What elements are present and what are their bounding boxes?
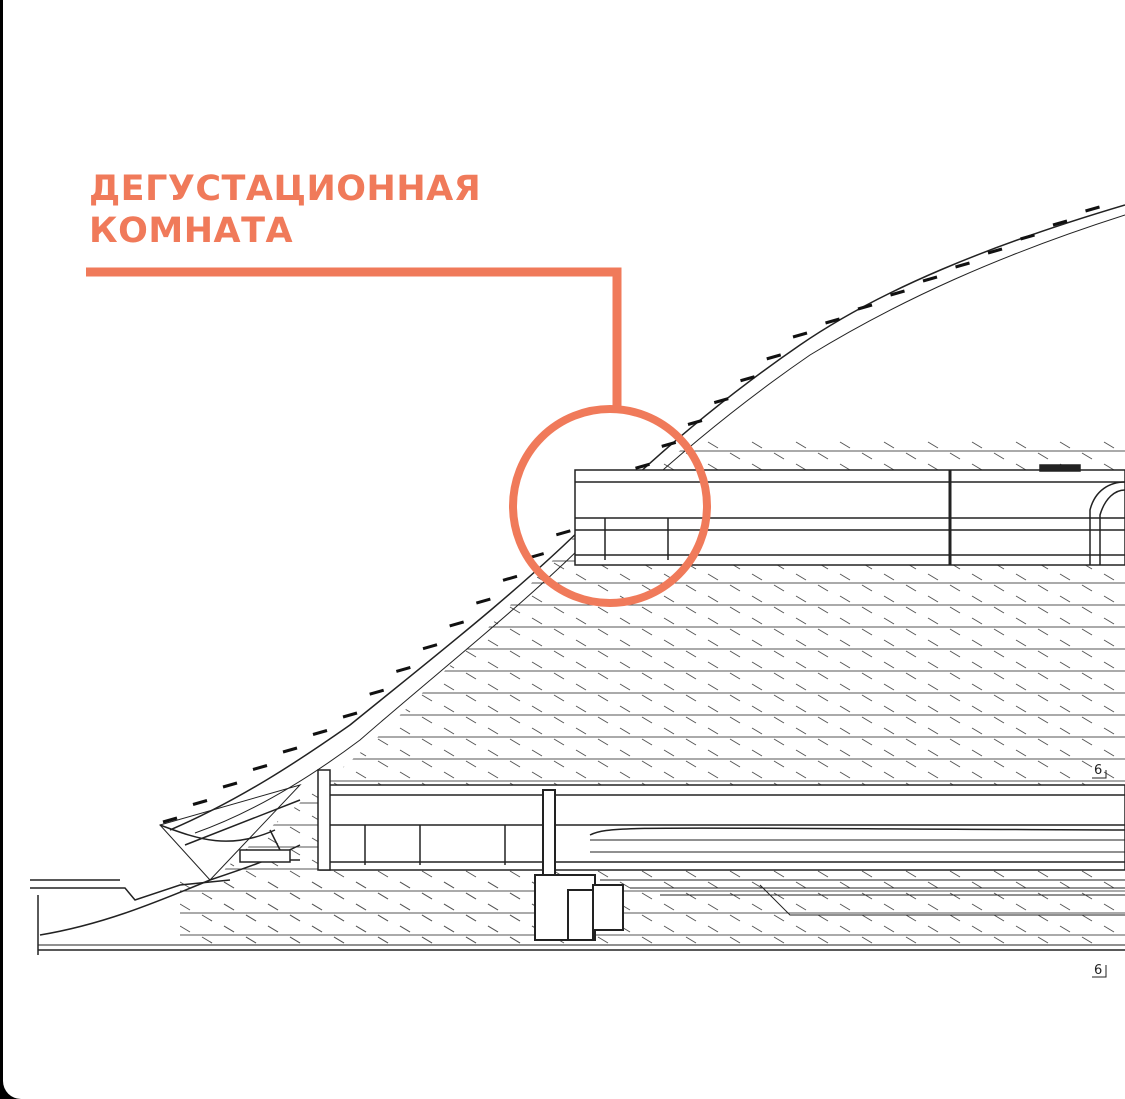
slope-tick bbox=[766, 353, 782, 361]
basement-pit bbox=[534, 874, 1125, 941]
slope-tick bbox=[422, 643, 438, 651]
section-marker-upper: 6 bbox=[1094, 763, 1102, 778]
slope-tick bbox=[222, 781, 238, 789]
slope-tick bbox=[890, 289, 905, 297]
callout-label: ДЕГУСТАЦИОННАЯ КОМНАТА bbox=[89, 168, 481, 252]
callout-leader-line bbox=[86, 267, 622, 410]
slope-tick bbox=[955, 261, 970, 269]
section-marker-lower: 6 bbox=[1094, 963, 1102, 978]
slope-tick bbox=[792, 331, 808, 339]
slope-tick bbox=[922, 275, 938, 283]
slope-tick bbox=[312, 729, 328, 736]
slope-tick bbox=[342, 711, 358, 719]
slope-tick bbox=[395, 666, 411, 673]
callout-circle bbox=[509, 405, 711, 607]
slope-tick bbox=[987, 247, 1003, 255]
drawing-sheet: 6 6 ДЕГУСТАЦИОННАЯ КОМНАТА bbox=[3, 0, 1125, 1099]
slope-tick bbox=[369, 688, 385, 696]
slope-tick bbox=[825, 317, 840, 325]
slope-tick bbox=[635, 462, 650, 470]
slope-tick bbox=[252, 764, 268, 771]
slope-tick bbox=[1052, 219, 1068, 227]
slope-tick bbox=[713, 397, 729, 405]
architectural-section-drawing: 6 6 bbox=[30, 204, 1125, 978]
slope-tick bbox=[502, 574, 518, 582]
slope-tick bbox=[1085, 205, 1100, 213]
slope-tick bbox=[282, 746, 298, 754]
tasting-room-structure bbox=[574, 464, 1125, 566]
section-markers: 6 6 bbox=[1092, 763, 1107, 978]
lower-level-structure bbox=[317, 769, 1125, 876]
slope-tick bbox=[192, 799, 208, 806]
slope-tick bbox=[162, 816, 178, 824]
callout-label-line-2: КОМНАТА bbox=[89, 211, 294, 251]
slope-tick bbox=[857, 303, 873, 311]
slope-tick bbox=[740, 375, 755, 383]
slope-tick bbox=[449, 620, 465, 628]
slope-tick bbox=[661, 440, 677, 448]
slope-tick bbox=[555, 529, 571, 537]
callout-leader bbox=[86, 267, 711, 607]
slope-tick bbox=[475, 597, 491, 605]
ground-line bbox=[30, 784, 1125, 955]
callout-label-line-1: ДЕГУСТАЦИОННАЯ bbox=[89, 169, 482, 209]
slope-tick bbox=[1020, 233, 1035, 241]
slope-tick bbox=[687, 419, 703, 426]
